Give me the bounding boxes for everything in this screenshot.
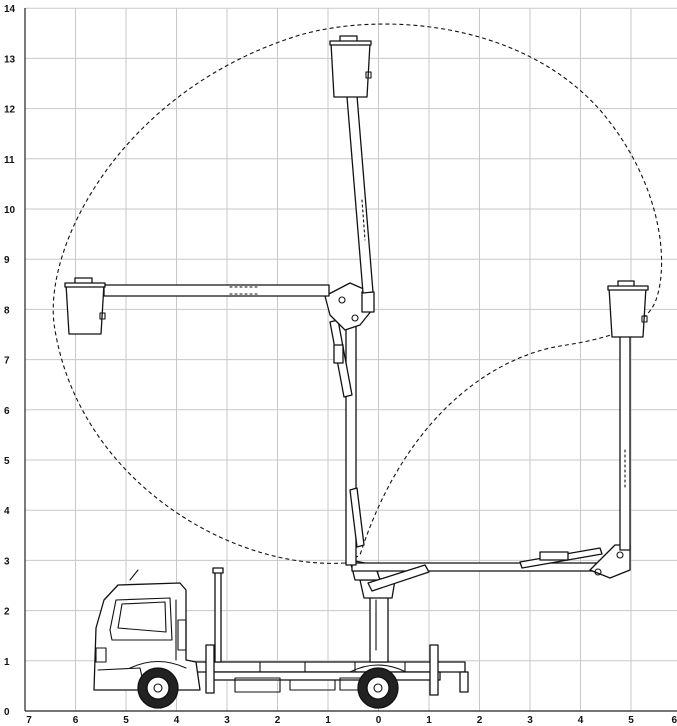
upper-boom-vertical: [619, 334, 631, 551]
work-basket-top: [329, 35, 372, 98]
rear-outrigger: [429, 644, 439, 696]
y-tick-label: 1: [4, 657, 10, 668]
x-tick-label: 2: [275, 715, 281, 726]
x-tick-label: 4: [578, 715, 584, 726]
pedestal: [369, 594, 389, 663]
x-tick-label: 7: [26, 715, 32, 726]
x-tick-label: 2: [477, 715, 483, 726]
boom-position-left: [64, 277, 330, 335]
mirror: [177, 619, 187, 651]
x-tick-label: 6: [73, 715, 79, 726]
y-tick-label: 0: [4, 707, 10, 718]
y-tick-label: 6: [4, 406, 10, 417]
exhaust-stack: [214, 569, 222, 663]
y-tick-label: 8: [4, 305, 10, 316]
headlight: [95, 647, 107, 663]
x-tick-label: 0: [376, 715, 382, 726]
x-tick-label: 1: [325, 715, 331, 726]
y-tick-label: 4: [4, 506, 10, 517]
boom-position-right: [351, 280, 649, 592]
x-tick-label: 3: [527, 715, 533, 726]
boom-position-top: [329, 35, 374, 294]
x-tick-label: 5: [123, 715, 129, 726]
x-tick-label: 3: [224, 715, 230, 726]
working-envelope: [52, 23, 663, 564]
y-tick-label: 9: [4, 255, 10, 266]
x-tick-label: 4: [174, 715, 180, 726]
chassis-rail: [209, 671, 441, 681]
work-basket-left: [64, 277, 106, 335]
rear-wheel: [357, 667, 399, 709]
y-tick-label: 2: [4, 607, 10, 618]
y-tick-label: 11: [4, 155, 15, 166]
knuckle-top: [324, 282, 373, 331]
chassis-frame: [184, 661, 466, 673]
x-tick-label: 6: [671, 715, 677, 726]
truck: [93, 567, 469, 709]
cylinder-lower: [349, 487, 365, 548]
work-basket-right: [607, 280, 649, 338]
x-tick-label: 1: [426, 715, 432, 726]
y-tick-label: 5: [4, 456, 10, 467]
boom-mast-center: [324, 282, 375, 566]
cab-window: [109, 597, 173, 641]
x-tick-label: 5: [628, 715, 634, 726]
antenna: [129, 569, 139, 581]
front-wheel: [137, 667, 179, 709]
upper-boom-raised: [346, 95, 374, 294]
y-tick-label: 7: [4, 356, 10, 367]
upper-boom-horizontal: [103, 284, 330, 297]
y-tick-label: 14: [4, 4, 16, 15]
lower-arm-right: [351, 562, 628, 572]
front-outrigger: [205, 644, 215, 694]
y-tick-label: 10: [4, 205, 16, 216]
y-tick-label: 12: [4, 105, 16, 116]
y-tick-label: 3: [4, 556, 10, 567]
y-tick-label: 13: [4, 54, 16, 65]
